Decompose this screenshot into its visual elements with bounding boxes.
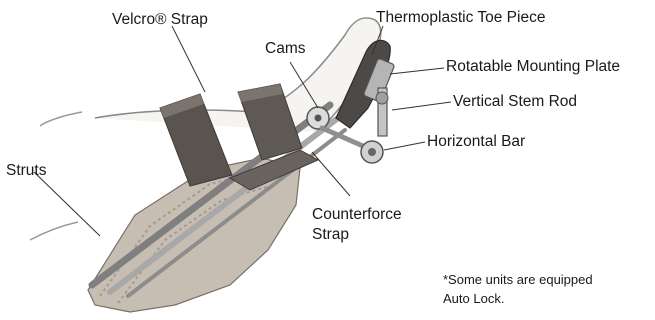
horizontal-bar	[322, 128, 383, 163]
label-counterforce-line1: Counterforce	[312, 206, 402, 224]
footnote-line2: Auto Lock.	[443, 289, 504, 308]
label-mounting-plate: Rotatable Mounting Plate	[446, 58, 620, 76]
label-stem-rod: Vertical Stem Rod	[453, 93, 577, 111]
cams	[307, 107, 329, 129]
leader-velcro	[172, 26, 205, 92]
leader-struts	[34, 172, 100, 236]
label-horizontal-bar: Horizontal Bar	[427, 133, 525, 151]
label-velcro-strap: Velcro® Strap	[112, 11, 208, 29]
leader-counterforce	[312, 152, 350, 196]
leader-horizontal-bar	[384, 142, 425, 150]
label-toe-piece: Thermoplastic Toe Piece	[376, 9, 545, 27]
vertical-stem-rod	[376, 88, 388, 136]
footnote-line1: *Some units are equipped	[443, 270, 593, 289]
label-counterforce-line2: Strap	[312, 226, 349, 244]
label-struts: Struts	[6, 162, 46, 180]
label-cams: Cams	[265, 40, 305, 58]
leader-stem-rod	[392, 102, 451, 110]
leader-mounting-plate	[390, 68, 444, 74]
